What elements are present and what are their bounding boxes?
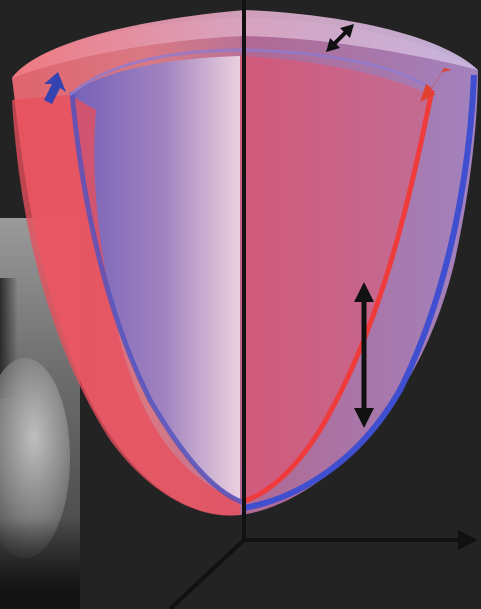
depth-axis	[170, 540, 244, 609]
horizontal-axis-arrowhead	[458, 530, 478, 550]
